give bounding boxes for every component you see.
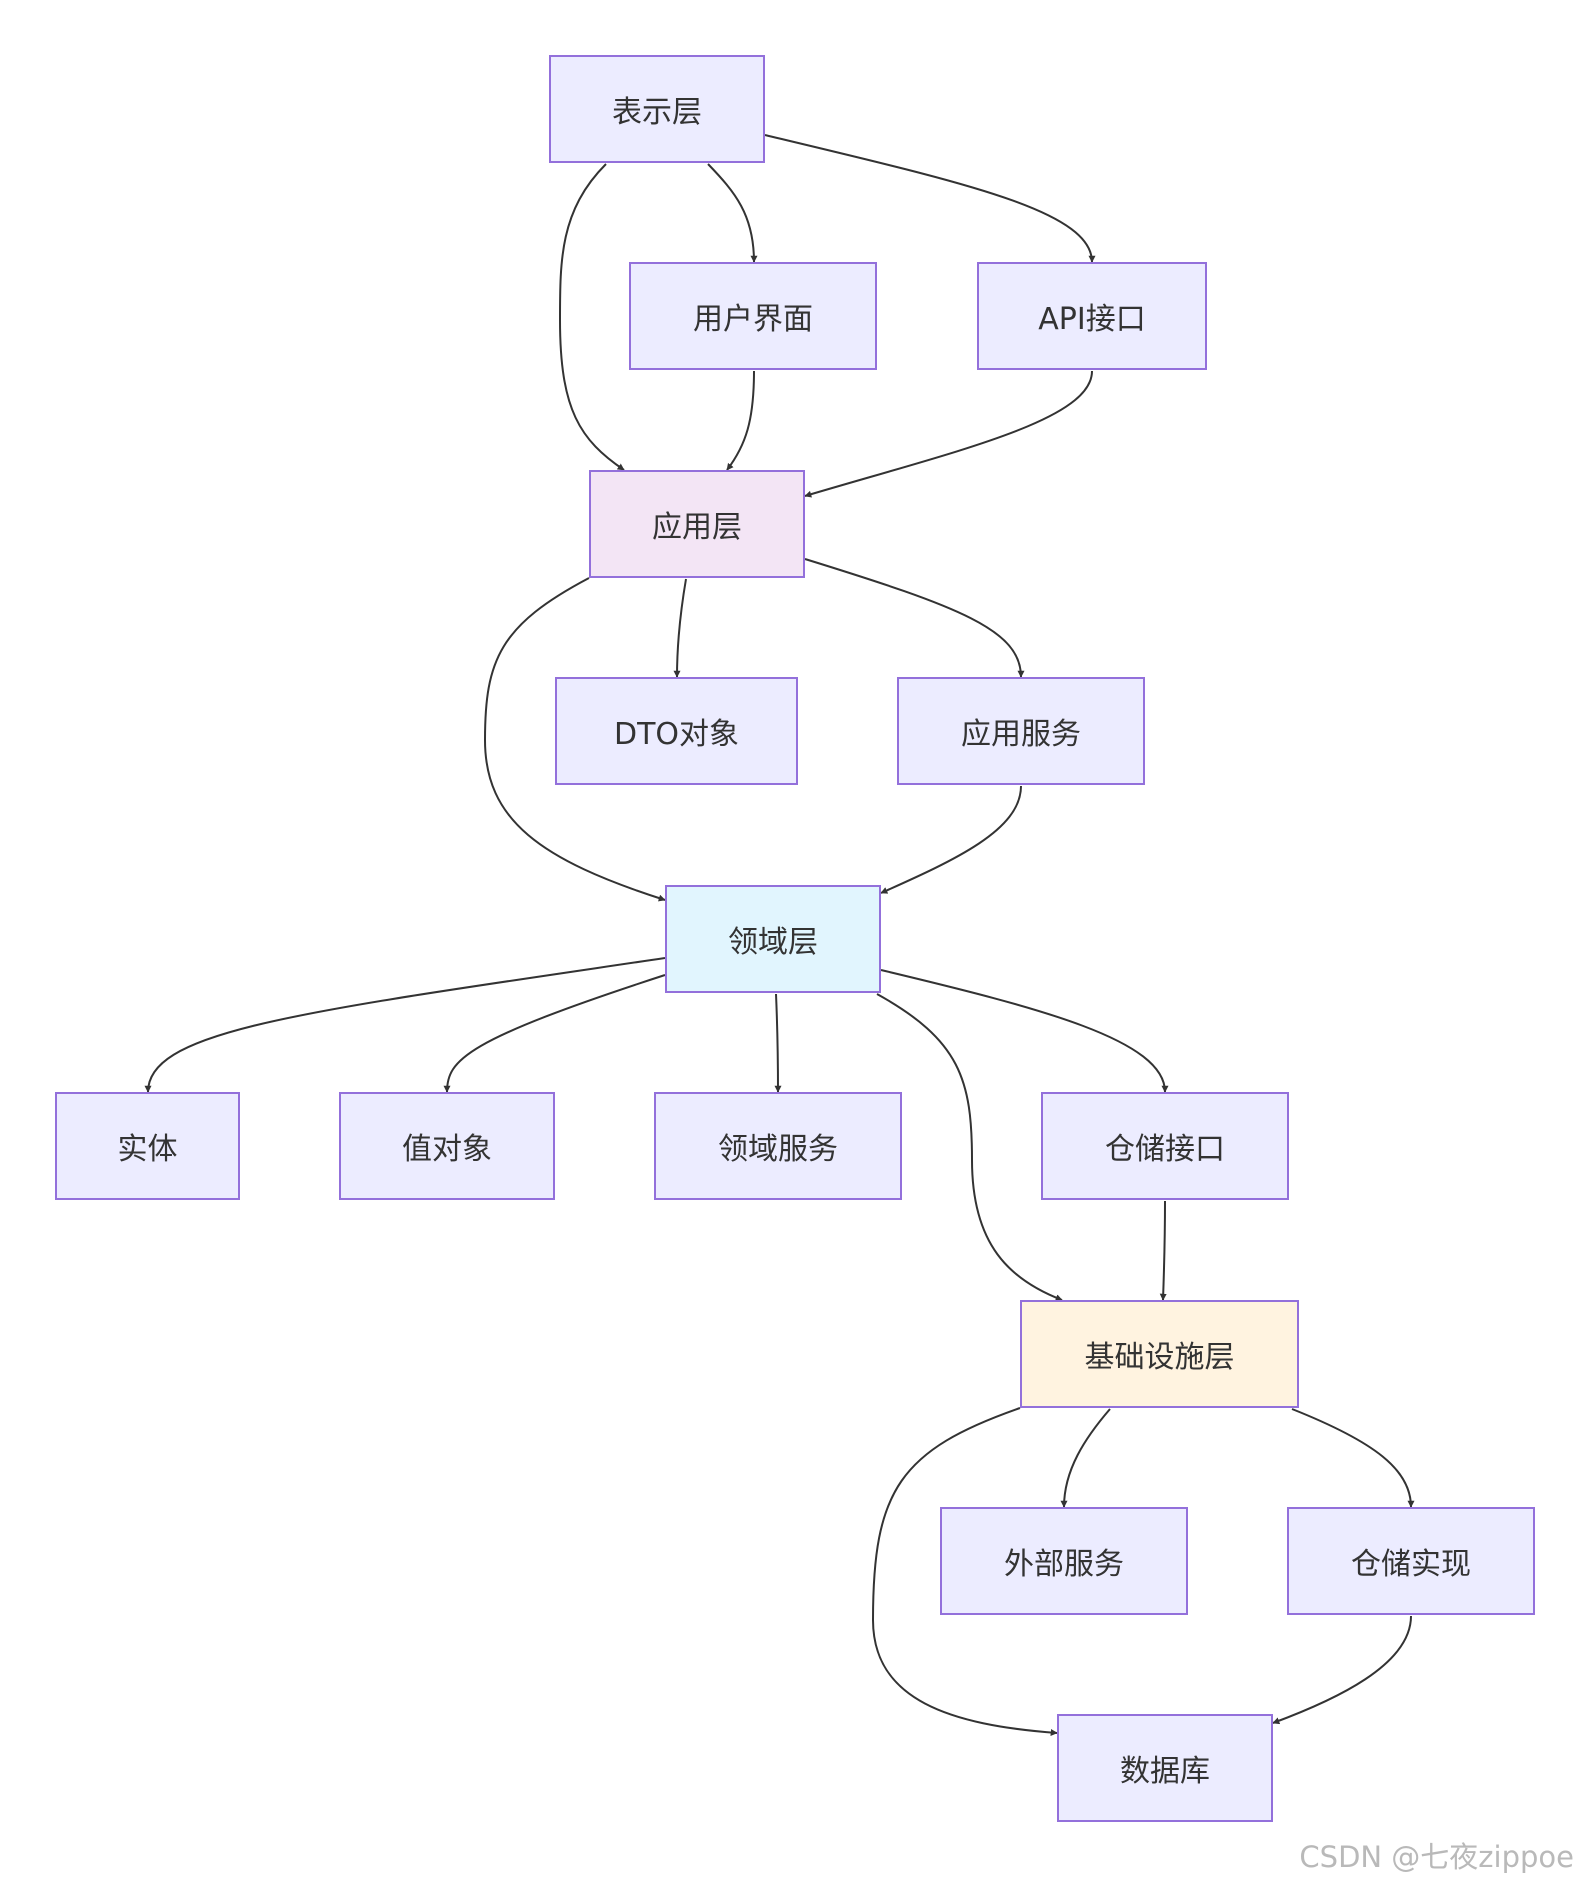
edge-repo-interface-to-infrastructure [1159,1200,1167,1301]
node-label: 基础设施层 [1084,1340,1235,1375]
edge-ui-to-application [726,370,755,471]
node-dto: DTO对象 [555,677,798,785]
node-label: 值对象 [402,1132,492,1167]
edge-presentation-to-ui [707,163,758,263]
node-app-service: 应用服务 [897,677,1145,785]
node-label: 领域层 [728,925,818,960]
edge-app-service-to-domain [880,785,1022,894]
node-database: 数据库 [1057,1714,1273,1822]
node-presentation: 表示层 [549,55,765,163]
edge-application-to-dto [673,578,687,678]
node-label: DTO对象 [613,717,740,752]
node-label: API接口 [1038,302,1146,337]
node-label: 表示层 [612,95,702,130]
edge-infrastructure-to-database [871,1407,1058,1737]
node-label: 仓储接口 [1105,1132,1225,1167]
node-repo-interface: 仓储接口 [1041,1092,1289,1200]
node-application: 应用层 [589,470,805,578]
edge-application-to-domain [483,577,666,902]
node-entity: 实体 [55,1092,240,1200]
node-label: 用户界面 [693,302,813,337]
edge-repo-impl-to-database [1272,1615,1412,1725]
node-domain: 领域层 [665,885,881,993]
edge-domain-to-infrastructure [876,993,1063,1302]
node-infrastructure: 基础设施层 [1020,1300,1299,1408]
node-external-service: 外部服务 [940,1507,1188,1615]
edge-presentation-to-api [764,134,1096,263]
node-label: 应用服务 [961,717,1081,752]
edge-api-to-application [804,370,1093,498]
edge-infrastructure-to-repo-impl [1291,1408,1415,1508]
edge-domain-to-value-object [443,974,666,1093]
node-domain-service: 领域服务 [654,1092,902,1200]
node-label: 数据库 [1120,1754,1210,1789]
node-label: 应用层 [652,510,742,545]
node-label: 外部服务 [1004,1547,1124,1582]
node-repo-impl: 仓储实现 [1287,1507,1535,1615]
node-label: 实体 [117,1132,178,1167]
node-label: 领域服务 [718,1132,838,1167]
edge-infrastructure-to-external-service [1060,1408,1111,1508]
edge-presentation-to-application [558,163,625,471]
edge-domain-to-domain-service [774,993,782,1093]
edge-domain-to-entity [144,957,666,1093]
node-ui: 用户界面 [629,262,877,370]
node-api: API接口 [977,262,1207,370]
edge-domain-to-repo-interface [880,969,1169,1093]
edge-application-to-app-service [804,558,1025,678]
node-label: 仓储实现 [1351,1547,1471,1582]
node-value-object: 值对象 [339,1092,555,1200]
watermark: CSDN @七夜zippoe [1299,1840,1574,1874]
